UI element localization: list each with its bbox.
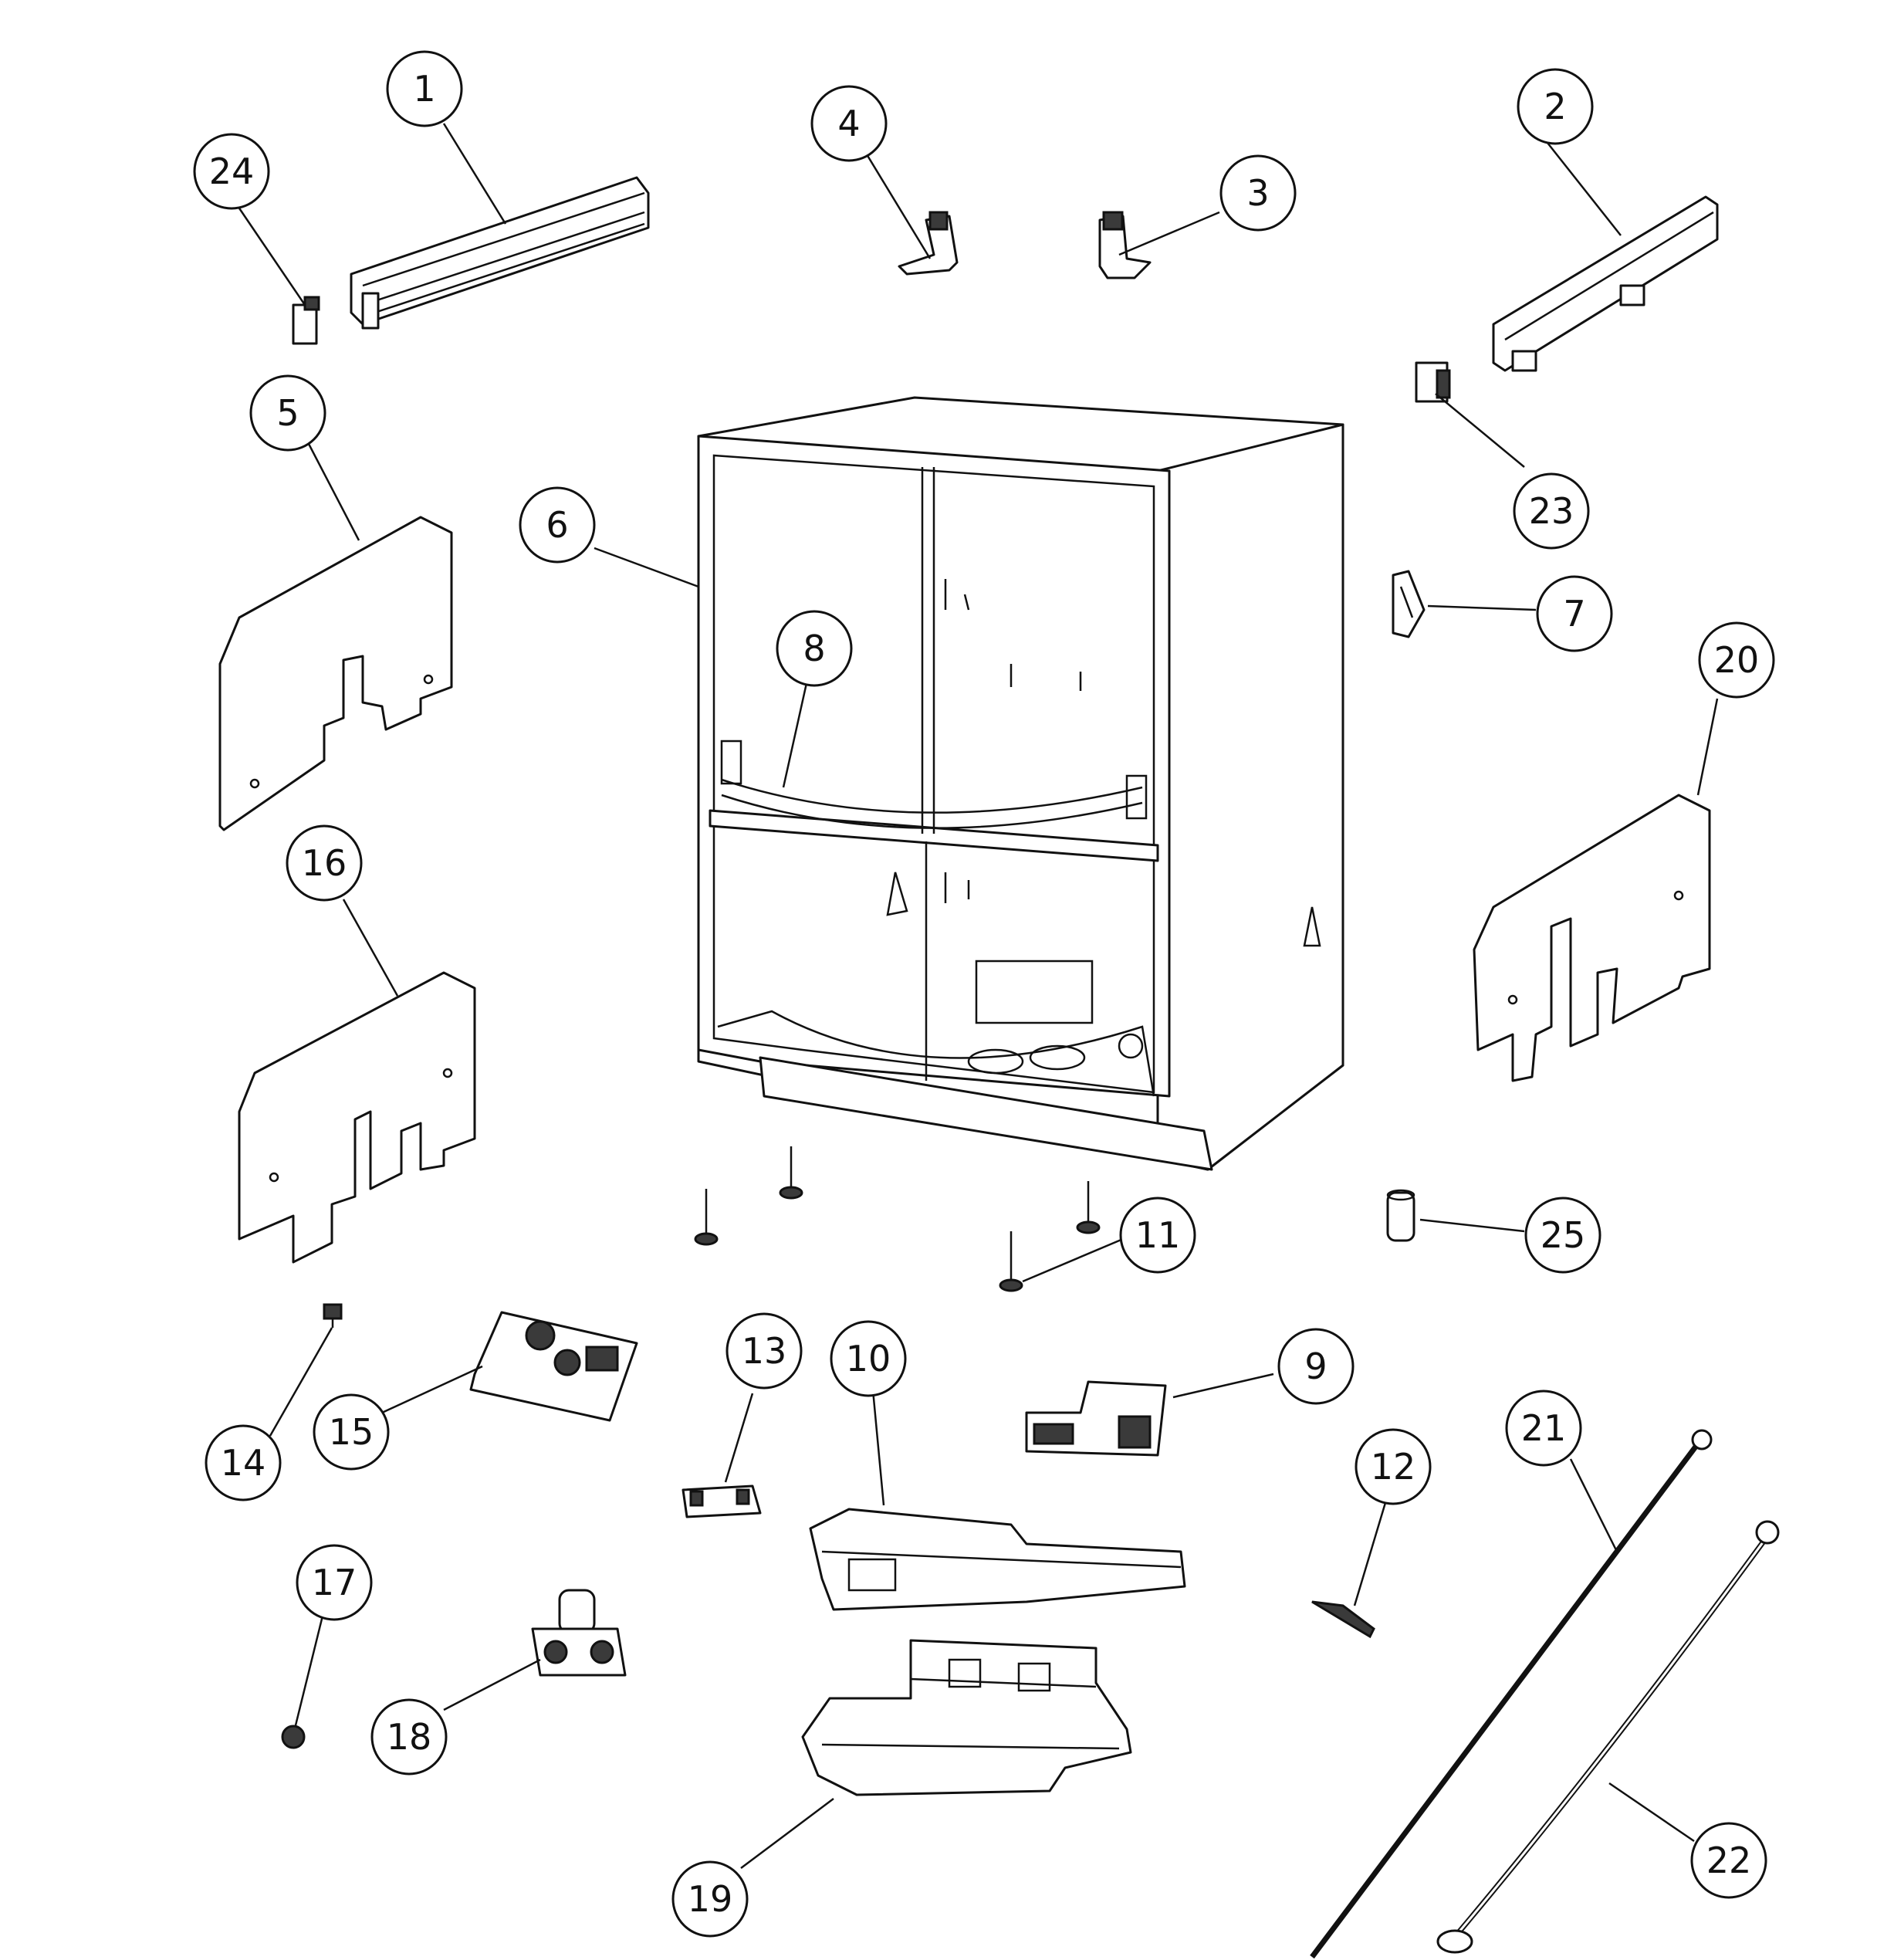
callout-2-label: 2 [1544,86,1566,127]
callout-3-label: 3 [1246,172,1269,214]
callout-17-label: 17 [312,1562,357,1603]
part-7-bracket [1392,570,1426,638]
part-17-knob [281,1725,306,1749]
callout-5-label: 5 [276,392,299,434]
callout-6: 6 [519,486,596,564]
callout-21: 21 [1505,1390,1582,1467]
callout-13: 13 [725,1312,803,1390]
callout-15: 15 [313,1393,390,1471]
part-14-screw [323,1303,343,1328]
callout-18-label: 18 [387,1716,432,1758]
callout-3: 3 [1219,154,1297,232]
part-23-clip [1415,361,1451,403]
callout-24: 24 [193,133,270,210]
part-2-rack-rail-right [1492,195,1719,372]
part-21-hose [1310,1429,1713,1959]
part-9-connector-block [1025,1380,1167,1457]
callout-1-label: 1 [413,68,435,110]
callout-15-label: 15 [329,1411,374,1453]
part-11-leveling-legs [694,1146,1101,1292]
callout-1: 1 [386,50,463,127]
callout-9: 9 [1277,1328,1355,1405]
callout-11-label: 11 [1135,1214,1181,1256]
callout-21-label: 21 [1521,1407,1567,1449]
callout-18: 18 [370,1698,448,1776]
part-20-side-insulation-panel [1473,794,1711,1082]
part-6-tub-frame [697,396,1344,1171]
part-18-valve [531,1589,627,1677]
callout-7: 7 [1536,575,1613,652]
part-19-base-frame [801,1639,1132,1796]
part-24-clip [292,296,320,345]
callout-8-label: 8 [803,628,825,669]
callout-25: 25 [1524,1197,1601,1274]
callout-7-label: 7 [1563,593,1585,635]
callout-14: 14 [205,1424,282,1501]
callout-10: 10 [830,1320,907,1397]
callout-14-label: 14 [221,1442,266,1484]
part-1-rack-rail-left [350,176,650,330]
callout-22: 22 [1690,1822,1767,1899]
callout-4: 4 [810,85,888,162]
callout-20-label: 20 [1714,639,1760,681]
callout-20: 20 [1698,621,1775,699]
callout-11: 11 [1119,1197,1196,1274]
callout-12-label: 12 [1371,1446,1416,1488]
callout-23: 23 [1513,472,1590,550]
part-13-bracket [682,1484,762,1518]
callout-17: 17 [296,1544,373,1621]
callout-8: 8 [776,610,853,687]
part-16-side-insulation-panel [238,971,476,1264]
part-15-control-board [469,1311,638,1422]
callout-16: 16 [286,824,363,902]
callout-4-label: 4 [837,103,860,144]
callout-6-label: 6 [546,504,568,546]
part-3-hinge [1098,211,1152,279]
part-10-housing [809,1508,1186,1611]
callout-10-label: 10 [846,1338,891,1379]
callout-23-label: 23 [1529,490,1574,532]
callout-22-label: 22 [1706,1840,1752,1881]
callout-19: 19 [671,1860,749,1938]
callout-24-label: 24 [209,151,255,192]
callout-25-label: 25 [1541,1214,1586,1256]
leader-lines [230,123,1719,1869]
callout-5: 5 [249,374,326,452]
callout-2: 2 [1517,68,1594,145]
callout-13-label: 13 [742,1330,787,1372]
part-12-clip [1311,1600,1375,1639]
callout-16-label: 16 [302,842,347,884]
part-5-side-insulation-panel [218,516,453,831]
part-25-cylinder [1386,1189,1415,1242]
part-22-hose [1436,1520,1780,1954]
callout-9-label: 9 [1304,1346,1327,1387]
callout-12: 12 [1355,1428,1432,1505]
callout-19-label: 19 [688,1878,733,1920]
